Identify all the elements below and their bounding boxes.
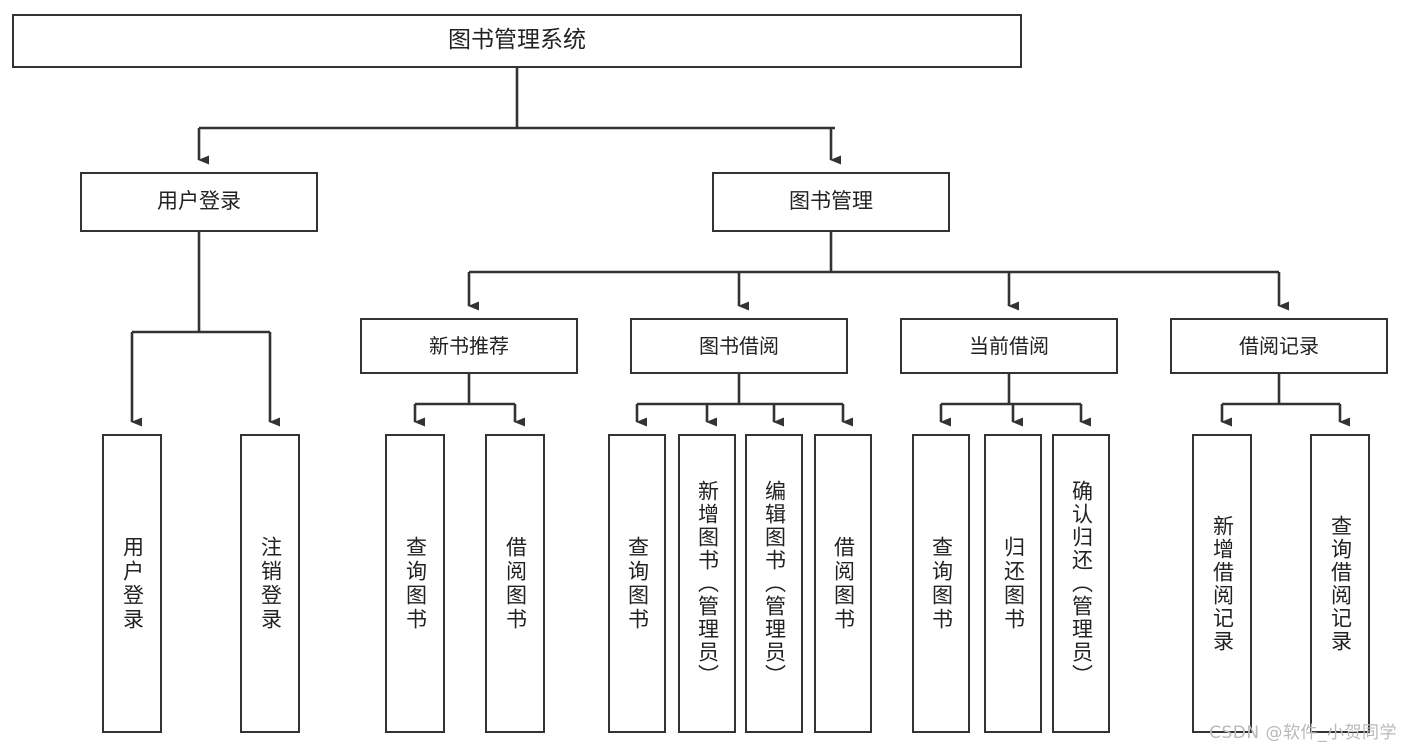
node-leaf-borrow-book-rec-label: 借阅图书 (503, 535, 528, 632)
node-leaf-borrow-book-rec[interactable]: 借阅图书 (485, 434, 545, 733)
node-leaf-add-book-admin[interactable]: 新增图书（管理员） (678, 434, 736, 733)
node-leaf-add-book-admin-label: 新增图书（管理员） (695, 480, 720, 687)
edges-borrowrecord-to-leaves (1220, 374, 1350, 427)
node-leaf-return-book-label: 归还图书 (1001, 535, 1026, 632)
node-leaf-query-borrow-record-label: 查询借阅记录 (1328, 514, 1353, 653)
node-leaf-confirm-return-admin[interactable]: 确认归还（管理员） (1052, 434, 1110, 733)
node-current-borrow[interactable]: 当前借阅 (900, 318, 1118, 374)
node-book-manage-label: 图书管理 (789, 189, 873, 214)
node-new-book-rec-label: 新书推荐 (429, 333, 509, 358)
node-leaf-query-book-borrow[interactable]: 查询图书 (608, 434, 666, 733)
node-leaf-user-logout-label: 注销登录 (258, 535, 283, 632)
node-leaf-user-login-label: 用户登录 (120, 535, 145, 632)
node-book-manage[interactable]: 图书管理 (712, 172, 950, 232)
node-leaf-borrow-book[interactable]: 借阅图书 (814, 434, 872, 733)
node-user-login[interactable]: 用户登录 (80, 172, 318, 232)
node-book-borrow[interactable]: 图书借阅 (630, 318, 848, 374)
edges-bookmanage-to-level2 (467, 232, 1289, 311)
edges-currentborrow-to-leaves (939, 374, 1091, 427)
node-borrow-record-label: 借阅记录 (1239, 333, 1319, 358)
node-current-borrow-label: 当前借阅 (969, 333, 1049, 358)
node-borrow-record[interactable]: 借阅记录 (1170, 318, 1388, 374)
node-leaf-edit-book-admin[interactable]: 编辑图书（管理员） (745, 434, 803, 733)
node-leaf-add-borrow-record-label: 新增借阅记录 (1210, 514, 1235, 653)
node-book-borrow-label: 图书借阅 (699, 333, 779, 358)
node-leaf-user-login[interactable]: 用户登录 (102, 434, 162, 733)
node-leaf-query-book-borrow-label: 查询图书 (625, 535, 650, 632)
node-leaf-query-book-current[interactable]: 查询图书 (912, 434, 970, 733)
edges-newbookrec-to-leaves (413, 374, 525, 427)
node-user-login-label: 用户登录 (157, 189, 241, 214)
node-leaf-query-book-rec[interactable]: 查询图书 (385, 434, 445, 733)
node-leaf-query-book-current-label: 查询图书 (929, 535, 954, 632)
node-leaf-return-book[interactable]: 归还图书 (984, 434, 1042, 733)
edges-root-to-level1 (197, 68, 841, 165)
edges-bookborrow-to-leaves (635, 374, 853, 427)
node-leaf-user-logout[interactable]: 注销登录 (240, 434, 300, 733)
edges-userlogin-to-leaves (130, 232, 280, 427)
node-leaf-query-book-rec-label: 查询图书 (403, 535, 428, 632)
node-new-book-rec[interactable]: 新书推荐 (360, 318, 578, 374)
node-leaf-confirm-return-admin-label: 确认归还（管理员） (1069, 480, 1094, 687)
node-leaf-add-borrow-record[interactable]: 新增借阅记录 (1192, 434, 1252, 733)
node-leaf-edit-book-admin-label: 编辑图书（管理员） (762, 480, 787, 687)
node-leaf-query-borrow-record[interactable]: 查询借阅记录 (1310, 434, 1370, 733)
node-leaf-borrow-book-label: 借阅图书 (831, 535, 856, 632)
node-root-label: 图书管理系统 (448, 27, 586, 54)
node-root[interactable]: 图书管理系统 (12, 14, 1022, 68)
